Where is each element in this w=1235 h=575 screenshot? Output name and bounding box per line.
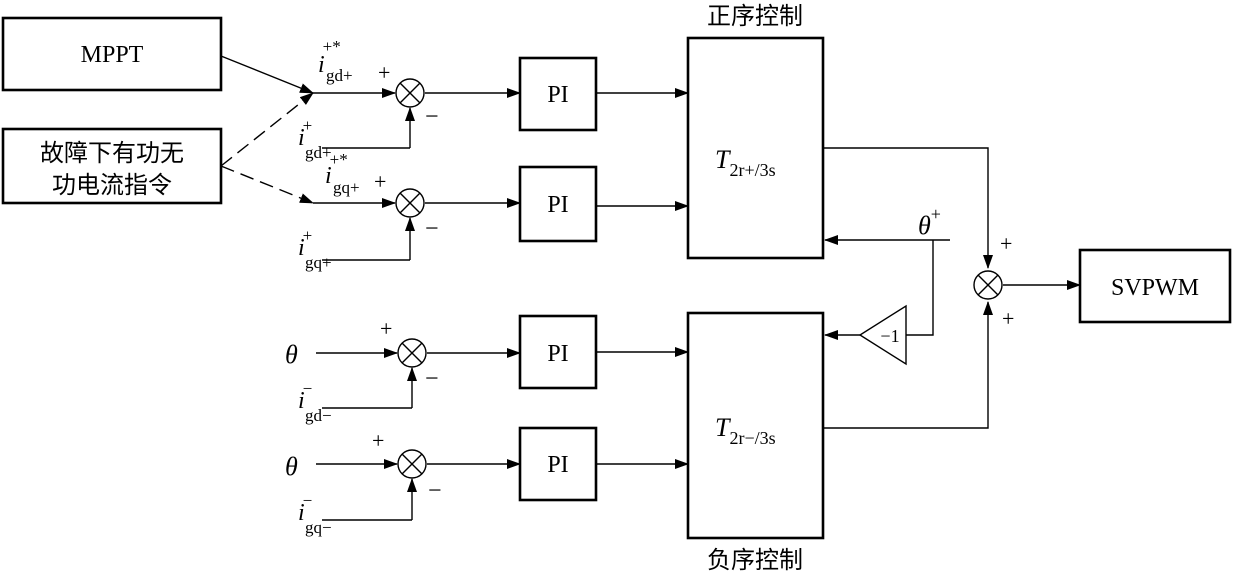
negative-transform-block xyxy=(686,311,825,540)
sign-plus: + xyxy=(1002,306,1014,331)
sum-junction-d-negative xyxy=(397,338,427,368)
negative-output-line xyxy=(823,301,993,429)
sign-minus: − xyxy=(425,366,439,392)
pi-label: PI xyxy=(547,192,568,218)
igq-negative-label: i−gq− xyxy=(298,491,332,537)
fault-command-line2: 功电流指令 xyxy=(52,171,172,199)
pi-label: PI xyxy=(547,452,568,478)
sign-plus: + xyxy=(380,316,392,341)
pi-label: PI xyxy=(547,82,568,108)
sign-plus: + xyxy=(372,428,384,453)
sign-minus: − xyxy=(425,104,439,130)
positive-transform-block xyxy=(686,36,825,260)
pi-block-d-positive xyxy=(518,56,598,132)
negative-sequence-header: 负序控制 xyxy=(707,546,803,574)
mppt-block xyxy=(1,16,223,92)
pi-label: PI xyxy=(547,341,568,367)
igd-negative-label: i−gd− xyxy=(298,379,332,425)
igq-feedback-label: i+gq+ xyxy=(298,226,332,272)
igd-feedback-label: i+gd+ xyxy=(298,116,332,162)
negative-transform-label: T2r−/3s xyxy=(715,413,776,448)
svpwm-block xyxy=(1078,248,1232,324)
fault-to-d-ref-dashed-line xyxy=(220,92,314,167)
igd-reference-label: i+*gd+ xyxy=(318,37,353,85)
gain-label: −1 xyxy=(880,326,899,346)
theta-label: θ xyxy=(285,452,298,481)
mppt-to-d-ref-line xyxy=(220,55,314,94)
pi-block-q-positive xyxy=(518,165,598,243)
theta-plus-to-gain-line xyxy=(906,240,934,336)
sign-plus: + xyxy=(374,169,386,194)
sign-plus: + xyxy=(378,60,390,85)
positive-output-line xyxy=(823,147,993,269)
sign-minus: − xyxy=(425,216,439,242)
sign-plus: + xyxy=(1000,231,1012,256)
svpwm-label: SVPWM xyxy=(1111,275,1199,301)
positive-sequence-header: 正序控制 xyxy=(707,2,803,30)
mppt-label: MPPT xyxy=(81,42,144,68)
sum-junction-q-negative xyxy=(397,449,427,479)
igq-reference-label: i+*gq+ xyxy=(325,150,360,197)
theta-label: θ xyxy=(285,340,298,369)
sum-junction-d-positive xyxy=(395,78,425,108)
fault-to-q-ref-dashed-line xyxy=(220,165,314,204)
positive-transform-label: T2r+/3s xyxy=(715,145,776,180)
inverting-gain-triangle xyxy=(858,304,907,366)
sum-junction-output xyxy=(973,270,1003,300)
sign-minus: − xyxy=(428,478,442,504)
theta-plus-label: θ+ xyxy=(918,204,941,240)
fault-command-line1: 故障下有功无 xyxy=(40,139,184,167)
sum-junction-q-positive xyxy=(395,188,425,218)
